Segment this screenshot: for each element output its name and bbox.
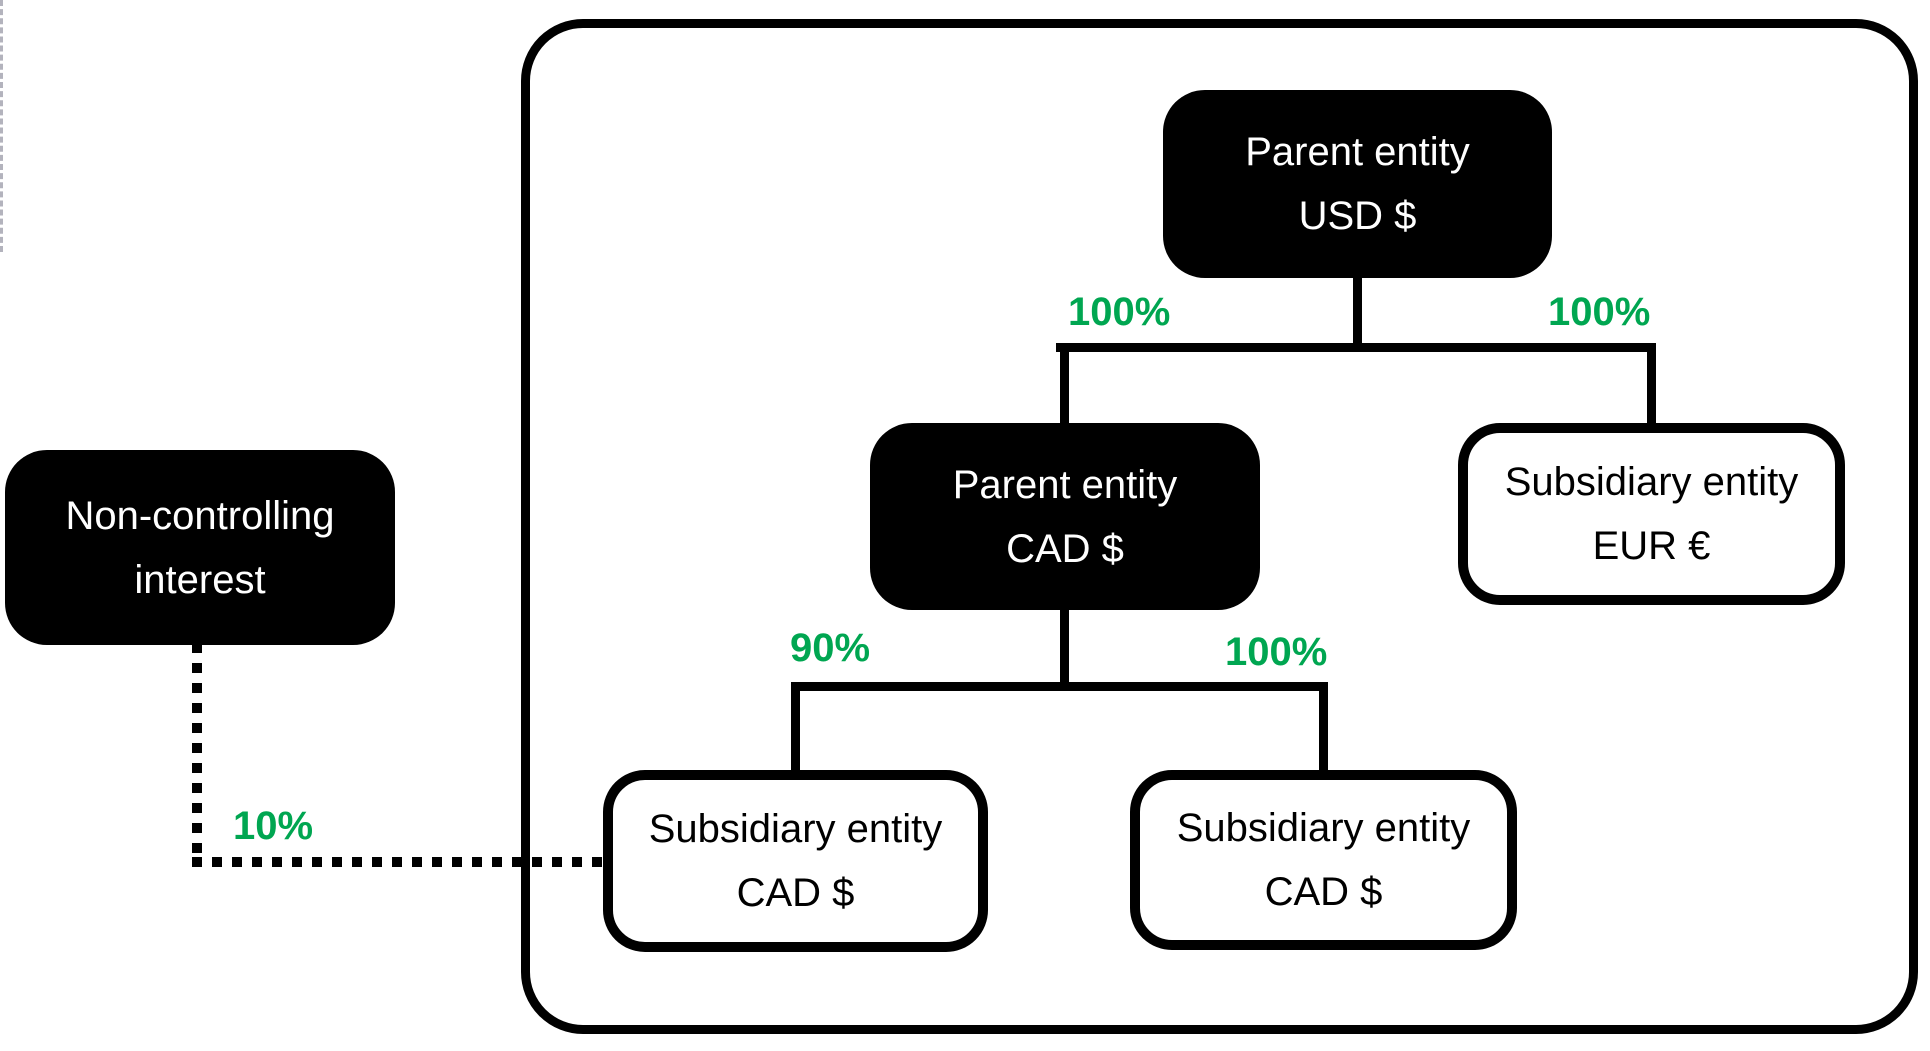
node-title: Parent entity — [952, 462, 1178, 507]
node-subtitle: interest — [134, 557, 266, 602]
node-currency: USD $ — [1298, 194, 1417, 238]
node-parent-entity-usd: Parent entity USD $ — [1163, 90, 1552, 278]
connector-drop-to-cad-parent — [1060, 343, 1069, 428]
node-title: Subsidiary entity — [648, 807, 943, 851]
connector-usd-stem — [1353, 276, 1362, 352]
node-title: Parent entity — [1245, 130, 1470, 174]
ownership-label-cad-to-sub-right: 100% — [1225, 630, 1328, 674]
dotted-connector-nci-horizontal — [192, 857, 607, 867]
node-parent-entity-cad: Parent entity CAD $ — [870, 423, 1260, 610]
ownership-label-usd-to-cad: 100% — [1068, 290, 1171, 334]
left-edge-dashed-artifact — [0, 0, 3, 252]
node-title: Subsidiary entity — [1504, 460, 1799, 504]
ownership-label-cad-to-sub-left: 90% — [790, 626, 871, 670]
node-non-controlling-interest: Non-controlling interest — [5, 450, 395, 645]
node-subsidiary-entity-cad-left: Subsidiary entity CAD $ — [603, 770, 988, 952]
node-title: Non-controlling — [65, 493, 335, 538]
node-currency: CAD $ — [736, 871, 855, 915]
connector-drop-to-cad-sub-left — [791, 682, 800, 775]
ownership-label-usd-to-eur: 100% — [1548, 290, 1651, 334]
connector-drop-to-eur-subsidiary — [1647, 343, 1656, 428]
connector-cad-stem — [1060, 608, 1069, 691]
ownership-label-nci-to-sub-left: 10% — [233, 804, 314, 848]
node-subsidiary-entity-cad-right: Subsidiary entity CAD $ — [1130, 770, 1517, 950]
node-currency: CAD $ — [1264, 870, 1383, 914]
connector-cad-crossbar — [791, 682, 1328, 691]
dotted-connector-nci-vertical — [192, 643, 202, 867]
connector-drop-to-cad-sub-right — [1319, 682, 1328, 775]
connector-usd-crossbar — [1056, 343, 1656, 352]
group-boundary-frame — [521, 19, 1918, 1034]
node-currency: EUR € — [1592, 524, 1711, 568]
node-currency: CAD $ — [1006, 526, 1124, 571]
node-subsidiary-entity-eur: Subsidiary entity EUR € — [1458, 423, 1845, 605]
node-title: Subsidiary entity — [1176, 806, 1471, 850]
